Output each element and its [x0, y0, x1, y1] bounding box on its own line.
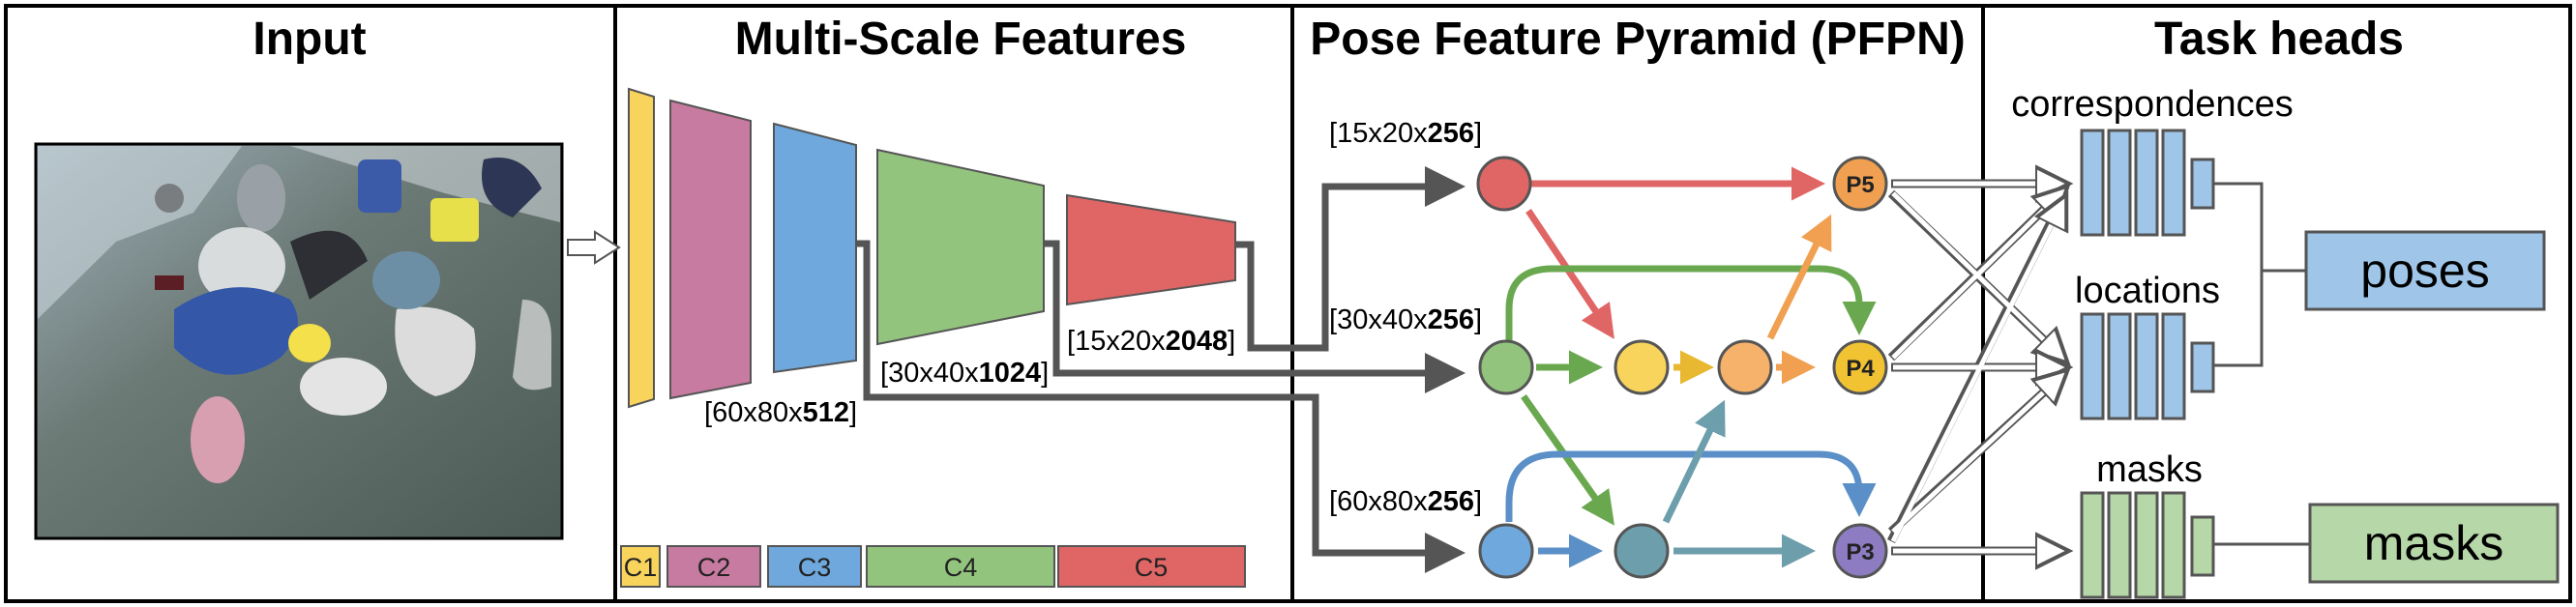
input-arrow	[567, 230, 621, 265]
node-c3-in	[1478, 523, 1534, 579]
head-locations	[2080, 312, 2215, 420]
backbone-connectors	[857, 166, 1466, 573]
node-p3	[1832, 523, 1888, 579]
head-output-connectors	[2214, 182, 2310, 546]
node-p5	[1832, 156, 1888, 212]
head-correspondences	[2080, 129, 2215, 237]
backbone-legend	[620, 545, 1246, 588]
legend-swatch-c5	[1057, 545, 1246, 588]
section-title-pfpn: Pose Feature Pyramid (PFPN)	[1310, 14, 1966, 65]
dim-label-p3: [60x80x256]	[1329, 486, 1482, 517]
head-label-masks: masks	[2096, 449, 2203, 490]
legend-label-c3: C3	[798, 553, 832, 582]
head-label-locations: locations	[2075, 271, 2220, 311]
dim-label-c5: [15x20x2048]	[1067, 326, 1235, 357]
node-c4-in	[1478, 339, 1534, 395]
output-masks-box	[2308, 503, 2560, 584]
legend-swatch-c4	[866, 545, 1055, 588]
legend-swatch-c3	[767, 545, 862, 588]
node-mid-orange	[1717, 339, 1773, 395]
output-poses-box	[2304, 230, 2546, 311]
node-mid-yellow	[1614, 339, 1670, 395]
node-p4-label: P4	[1846, 356, 1875, 382]
head-masks	[2080, 491, 2215, 599]
backbone-c1	[628, 87, 655, 409]
legend-label-c4: C4	[944, 553, 978, 582]
input-image	[34, 142, 564, 540]
head-label-correspondences: correspondences	[2011, 84, 2294, 125]
output-poses-label: poses	[2360, 244, 2489, 298]
backbone-c2	[669, 99, 752, 400]
node-p4	[1832, 339, 1888, 395]
node-c5-in	[1476, 156, 1532, 212]
pfpn-to-heads-arrows	[1886, 184, 2064, 551]
backbone-c4	[876, 148, 1045, 346]
legend-swatch-c2	[666, 545, 761, 588]
legend-label-c1: C1	[624, 553, 658, 582]
legend-swatch-c1	[620, 545, 661, 588]
section-title-multi-scale-features: Multi-Scale Features	[735, 14, 1187, 65]
node-p5-label: P5	[1846, 172, 1874, 198]
node-p3-label: P3	[1846, 539, 1874, 565]
backbone-c5	[1066, 193, 1236, 306]
outer-frame	[4, 4, 2572, 603]
dim-label-c4: [30x40x1024]	[880, 358, 1049, 389]
legend-label-c5: C5	[1135, 553, 1169, 582]
legend-label-c2: C2	[697, 553, 731, 582]
dim-label-p4: [30x40x256]	[1329, 304, 1482, 335]
dim-label-c3: [60x80x512]	[704, 397, 857, 428]
pfpn-nodes	[1476, 156, 1888, 579]
section-title-task-heads: Task heads	[2154, 14, 2404, 65]
pfpn-arrows	[1505, 166, 1877, 568]
backbone-c3	[773, 122, 857, 374]
node-mid-teal	[1614, 523, 1670, 579]
dim-label-p5: [15x20x256]	[1329, 118, 1482, 149]
section-title-input: Input	[252, 14, 366, 65]
output-masks-label: masks	[2364, 516, 2503, 570]
